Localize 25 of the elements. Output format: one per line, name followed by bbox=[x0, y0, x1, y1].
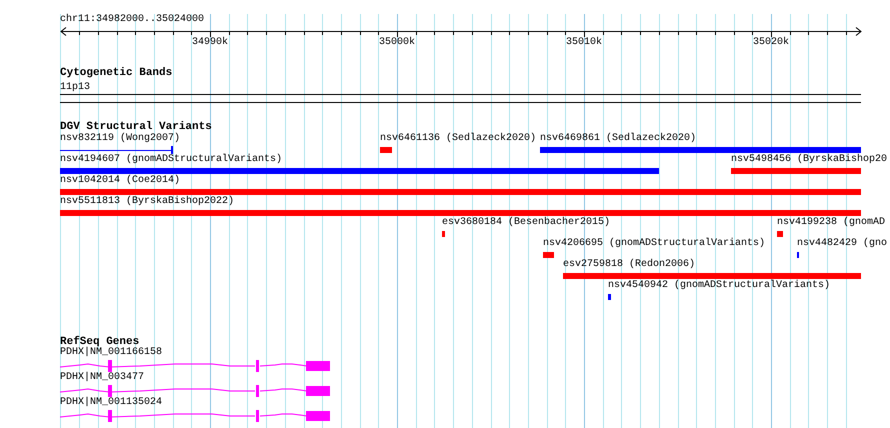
tick-label: 35010k bbox=[566, 37, 602, 49]
variant-label: nsv6461136 (Sedlazeck2020) bbox=[380, 133, 536, 145]
variant-label: nsv4206695 (gnomADStructuralVariants) bbox=[543, 238, 766, 250]
track-heading: RefSeq Genes bbox=[60, 336, 140, 348]
variant-label: nsv4540942 (gnomADStructuralVariants) bbox=[608, 280, 830, 292]
track-heading: DGV Structural Variants bbox=[60, 121, 212, 133]
variant-label: esv3680184 (Besenbacher2015) bbox=[442, 217, 610, 229]
track-heading: Cytogenetic Bands bbox=[60, 67, 172, 79]
gene-label: PDHX|NM_003477 bbox=[60, 372, 144, 384]
tick-label: 35020k bbox=[753, 37, 790, 49]
variant-label: nsv1042014 (Coe2014) bbox=[60, 175, 180, 187]
gene-label: PDHX|NM_001135024 bbox=[60, 397, 162, 409]
position-label: chr11:34982000..35024000 bbox=[60, 14, 204, 26]
tick-label: 35000k bbox=[379, 37, 416, 49]
variant-label: nsv832119 (Wong2007) bbox=[60, 133, 180, 145]
band-label: 11p13 bbox=[60, 82, 90, 94]
tick-label: 34990k bbox=[192, 37, 228, 49]
variant-label: esv2759818 (Redon2006) bbox=[563, 259, 696, 271]
variant-label: nsv4482429 (gno bbox=[797, 238, 888, 250]
variant-label: nsv4199238 (gnomAD bbox=[777, 217, 886, 229]
variant-label: nsv6469861 (Sedlazeck2020) bbox=[540, 133, 696, 145]
variant-label: nsv4194607 (gnomADStructuralVariants) bbox=[60, 154, 282, 166]
gene-label: PDHX|NM_001166158 bbox=[60, 347, 162, 359]
variant-label: nsv5498456 (ByrskaBishop20 bbox=[731, 154, 888, 166]
variant-label: nsv5511813 (ByrskaBishop2022) bbox=[60, 196, 234, 208]
